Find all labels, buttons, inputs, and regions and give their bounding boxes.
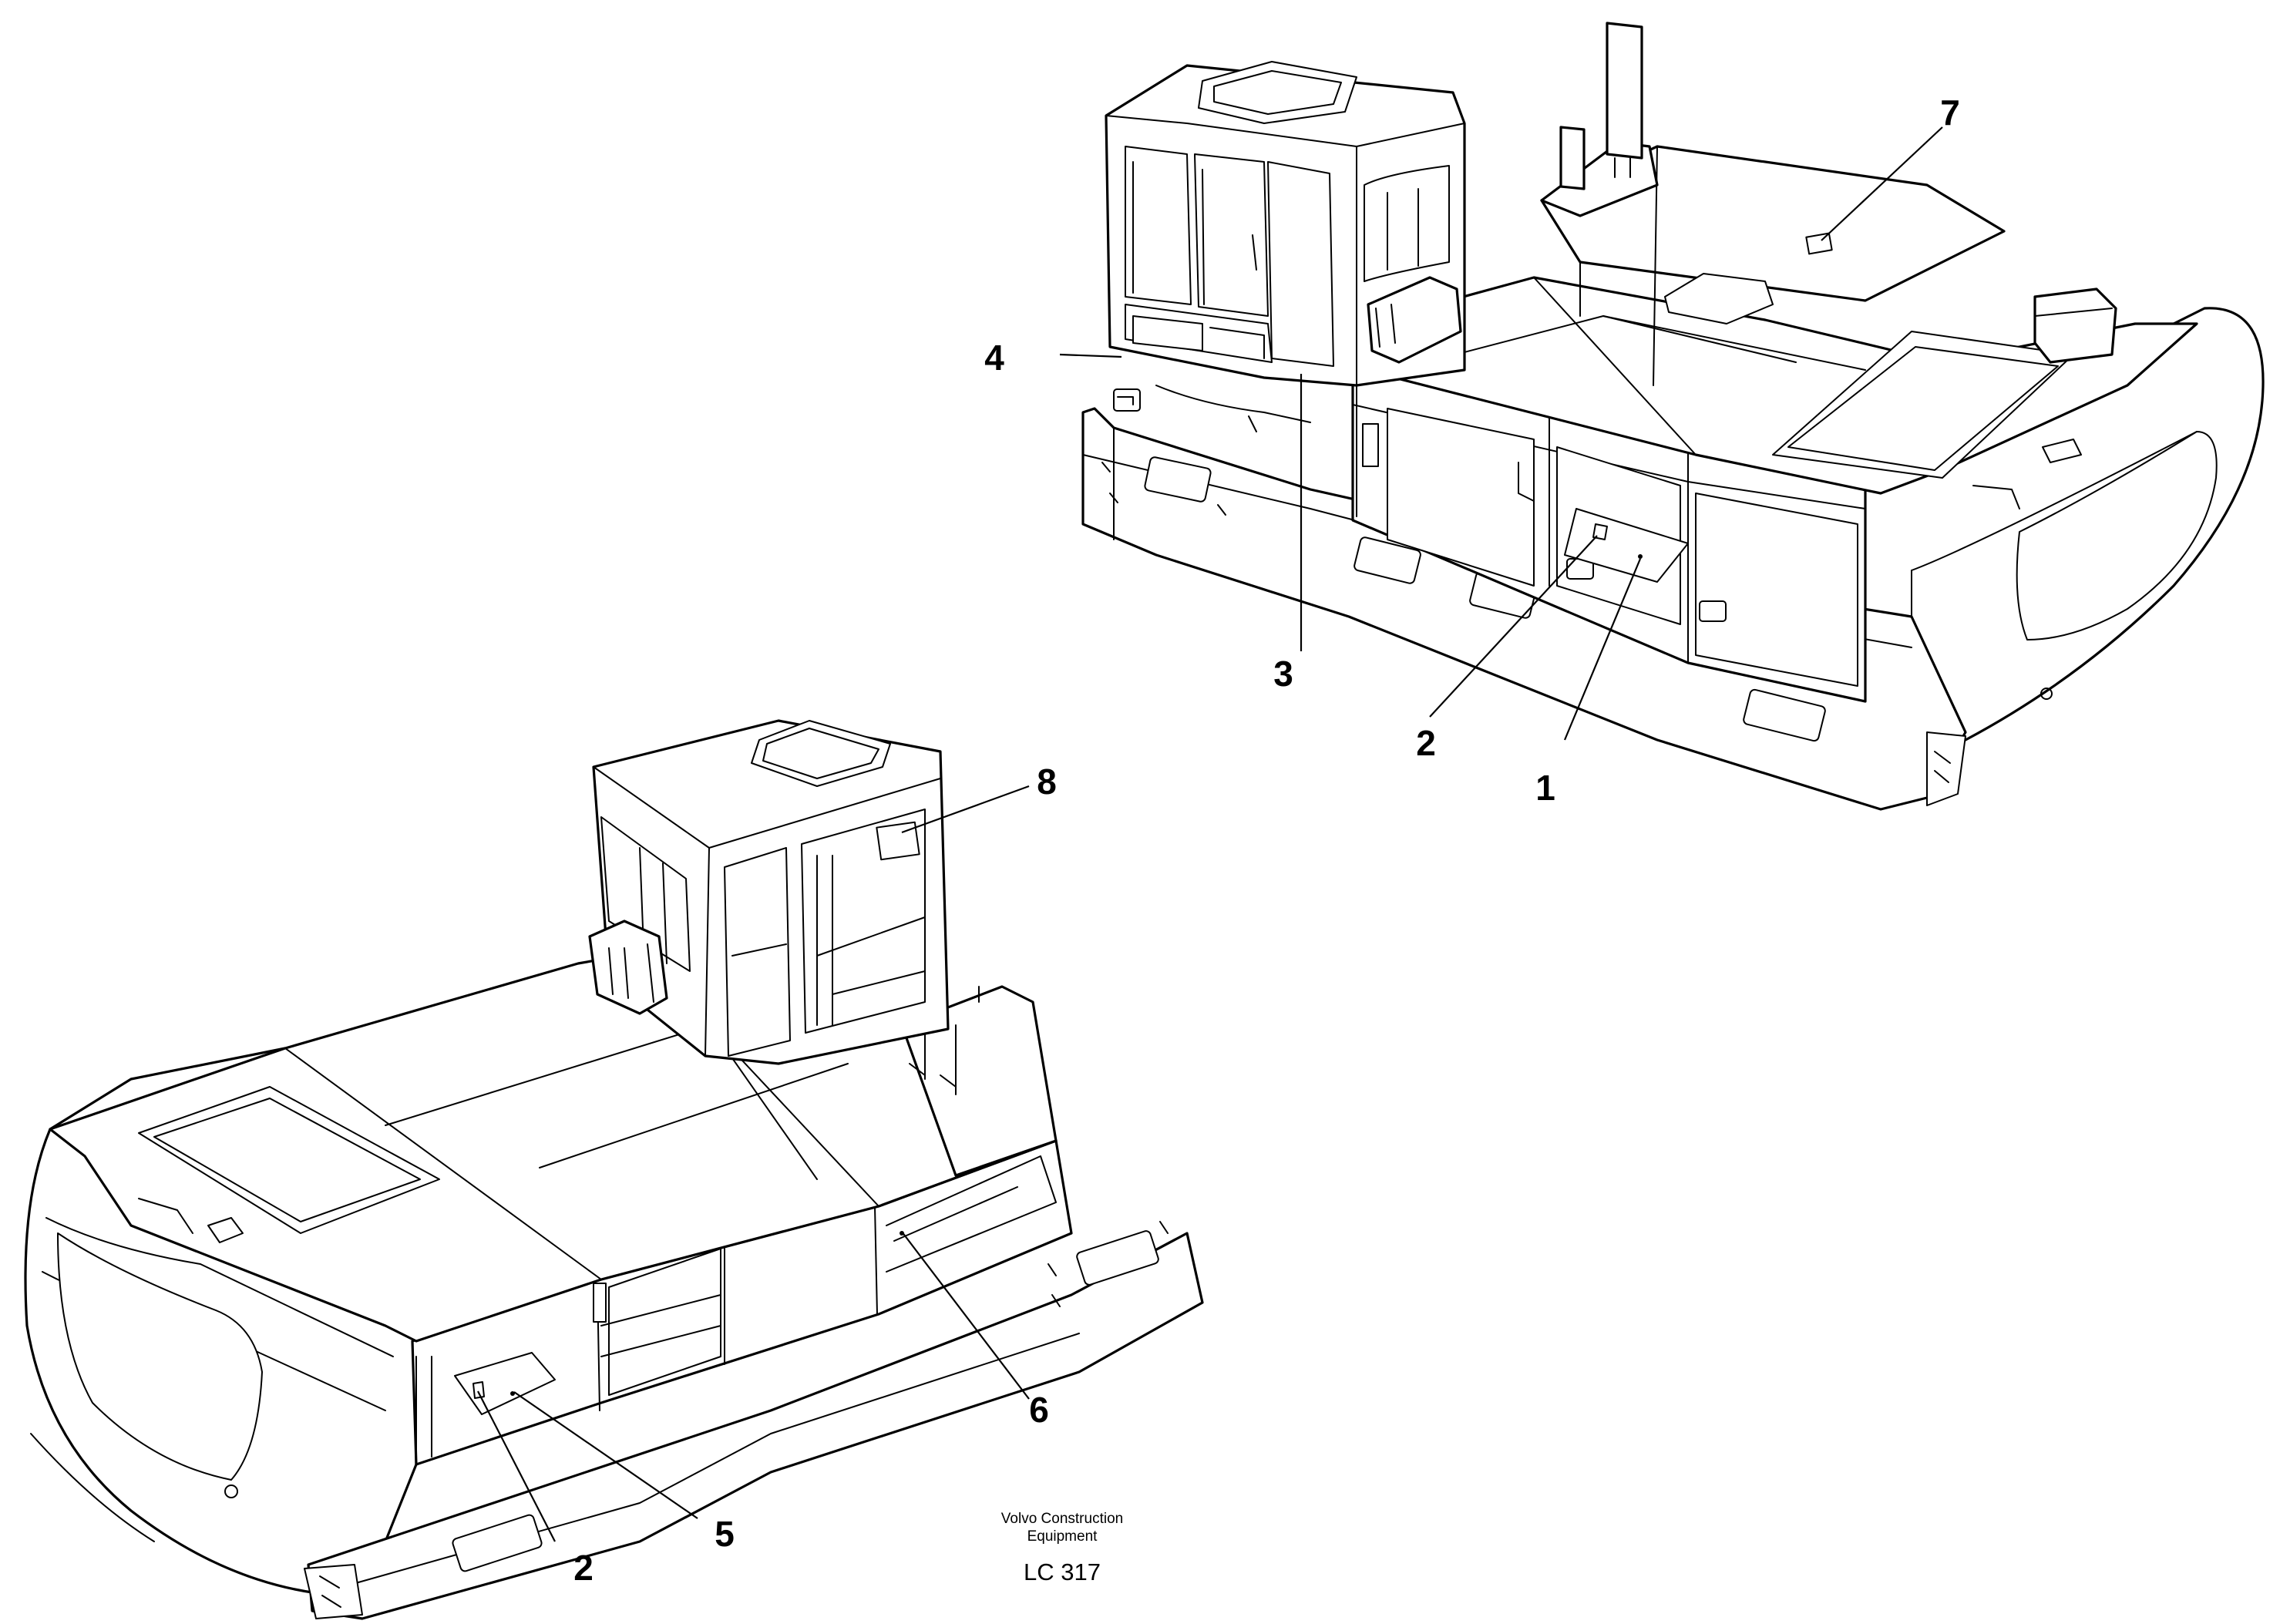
callout-5: 5 (715, 1514, 735, 1554)
callout-3: 3 (1273, 654, 1293, 694)
callout-2-lower: 2 (573, 1548, 594, 1588)
credit-block: Volvo Construction Equipment LC 317 (1001, 1511, 1123, 1585)
decal-plate-item5 (454, 1352, 556, 1415)
decal-plate-item8 (876, 821, 920, 861)
counterweight-window-left (57, 1232, 263, 1481)
callout-6: 6 (1029, 1390, 1049, 1430)
callout-labels: 1 2 3 4 7 8 6 5 2 (573, 92, 1960, 1588)
rear-box-left (900, 985, 1058, 1177)
callout-4: 4 (984, 338, 1004, 378)
callout-2-upper: 2 (1416, 723, 1436, 763)
credit-line-1: Volvo Construction (1001, 1511, 1123, 1527)
drawing-code: LC 317 (1024, 1558, 1101, 1585)
rear-box (1540, 141, 1659, 217)
credit-line-2: Equipment (1027, 1528, 1098, 1545)
callout-8: 8 (1037, 762, 1057, 802)
leader-lines (477, 126, 1943, 1542)
machine-upper-right (1081, 22, 2265, 811)
counterweight-panel (2016, 431, 2218, 641)
callout-7: 7 (1940, 92, 1960, 133)
callout-1: 1 (1535, 768, 1555, 808)
machine-lower-left (24, 719, 1204, 1620)
